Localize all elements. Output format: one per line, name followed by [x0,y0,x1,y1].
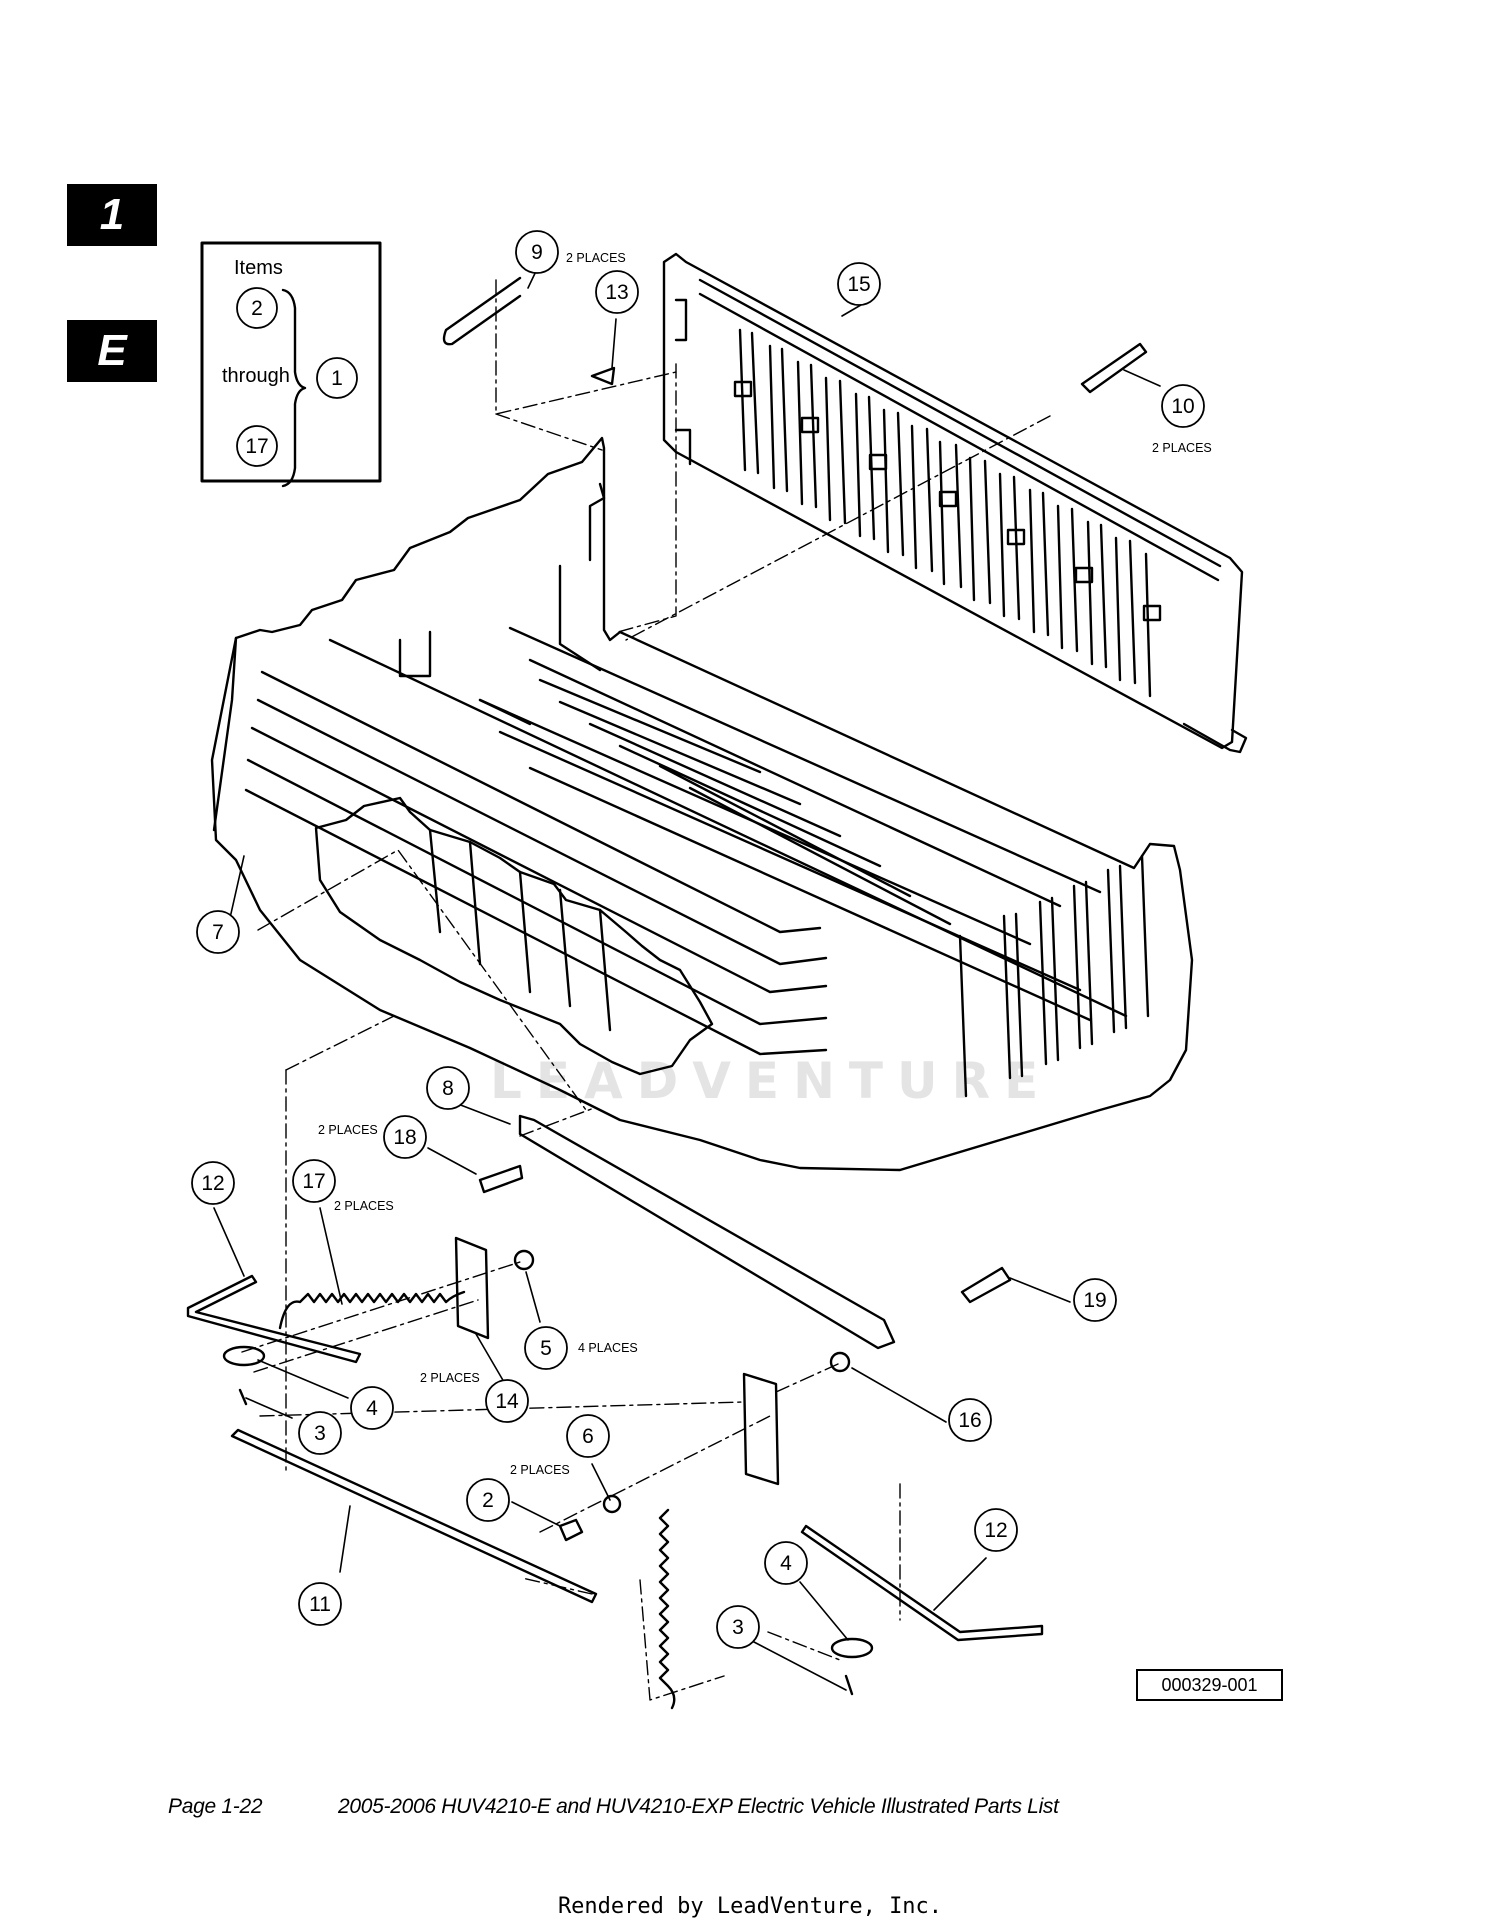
callout-circle [1073,1278,1117,1322]
screw-3 [238,1388,854,1696]
left-bracket [454,1236,490,1340]
callout-number: 15 [847,273,870,296]
legend-through-label: through [222,365,290,387]
callout-note: 2 PLACES [420,1371,480,1385]
callout-number: 8 [442,1077,454,1100]
callout-number: 11 [309,1593,331,1616]
callout-number: 14 [495,1390,519,1413]
assembly-lines [241,279,1051,1701]
callout-circle [191,1161,235,1205]
callout-note: 2 PLACES [566,251,626,265]
legend-items-label: Items [234,257,283,279]
callout-number: 3 [732,1616,744,1639]
right-bracket [742,1372,780,1486]
washer-4-left [222,1345,266,1367]
latch-rod [230,1428,598,1604]
callout-number: 13 [605,281,628,304]
callout-circle [837,262,881,306]
callout-circle [485,1379,529,1423]
rendered-by: Rendered by LeadVenture, Inc. [557,1894,943,1919]
right-rod [800,1524,1044,1642]
section-tab: 1 [67,184,157,246]
callout-number: 6 [582,1425,594,1448]
callout-number: 10 [1171,395,1194,418]
legend-assembly: 1 [331,367,343,390]
footer-page: Page 1-22 [168,1795,263,1818]
callout-circle [974,1508,1018,1552]
legend-circle-assembly [316,357,358,399]
callout-circle [515,230,559,274]
callout-number: 7 [212,921,224,944]
callout-circle [426,1066,470,1110]
callout-note: 2 PLACES [334,1199,394,1213]
nut-2 [558,1518,584,1542]
tailgate [662,252,1248,754]
callout-circle [196,910,240,954]
callout-circle [383,1115,427,1159]
right-spring [658,1508,676,1710]
callout-number: 19 [1083,1289,1106,1312]
callout-circle [595,270,639,314]
hinge-pin [1080,342,1148,394]
footer-title: 2005-2006 HUV4210-E and HUV4210-EXP Elec… [338,1795,1059,1818]
callout-circle [716,1605,760,1649]
callout-number: 3 [314,1422,326,1445]
legend-from: 2 [251,297,263,320]
letter-tab: E [67,320,157,382]
callout-number: 16 [958,1409,981,1432]
cargo-bed [210,436,1194,1172]
leader-lines [213,266,1161,1691]
callout-circle [350,1386,394,1430]
nut-5 [513,1249,535,1271]
bolt-19 [960,1266,1012,1304]
bolt-18 [478,1164,524,1194]
screw-13 [590,366,616,386]
left-spring [278,1290,466,1330]
callout-number: 9 [531,241,543,264]
callout-note: 2 PLACES [1152,441,1212,455]
callout-note: 2 PLACES [510,1463,570,1477]
legend-circle-from [236,287,278,329]
callout-number: 12 [984,1519,1007,1542]
callout-number: 18 [393,1126,416,1149]
callout-circle [292,1159,336,1203]
callout-circle [1161,384,1205,428]
legend-circle-to [236,425,278,467]
callout-number: 4 [366,1397,378,1420]
legend-box [200,241,382,483]
drawing-number: 000329-001 [1136,1669,1283,1701]
callout-number: 5 [540,1337,552,1360]
callout-circle [466,1478,510,1522]
callout-circle [298,1411,342,1455]
callout-note: 2 PLACES [318,1123,378,1137]
callout-circle [298,1582,342,1626]
callout-circle [524,1326,568,1370]
callout-number: 12 [201,1172,224,1195]
washer-4-right [830,1637,874,1659]
callout-circle [566,1414,610,1458]
retainer-clip [442,276,522,346]
callout-number: 17 [302,1170,325,1193]
left-rod [186,1274,362,1364]
support-bar [518,1114,896,1350]
nut-16 [829,1351,851,1373]
callout-number: 2 [482,1489,494,1512]
callout-circle [764,1541,808,1585]
legend-to: 17 [245,435,268,458]
callout-circle [948,1398,992,1442]
legend-brace [281,288,307,488]
callout-number: 4 [780,1552,792,1575]
callout-note: 4 PLACES [578,1341,638,1355]
